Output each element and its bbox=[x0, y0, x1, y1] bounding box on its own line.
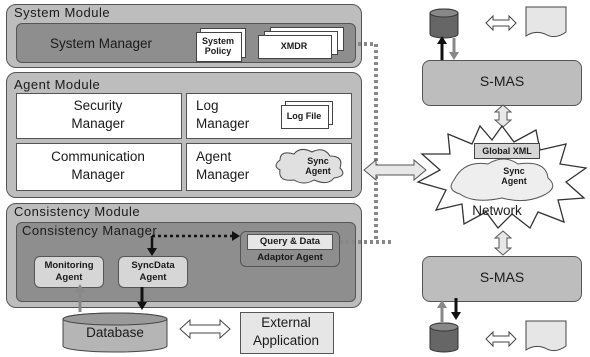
system-manager-label: System Manager bbox=[50, 36, 153, 51]
external-application-box bbox=[240, 312, 334, 354]
xmdr-label: XMDR bbox=[280, 41, 308, 51]
log-file-label: Log File bbox=[286, 111, 322, 121]
sync-agent-label: Sync Agent bbox=[305, 156, 331, 176]
database-external-arrow-icon bbox=[179, 318, 231, 340]
network-sync-agent-label: Sync Agent bbox=[501, 166, 527, 186]
bottom-db-arrows bbox=[437, 298, 461, 322]
agent-module-title: Agent Module bbox=[14, 77, 101, 92]
log-manager-label: Log Manager bbox=[196, 98, 250, 131]
smas-top-box: S-MAS bbox=[422, 60, 582, 106]
syncdata-agent-box: SyncData Agent bbox=[118, 256, 188, 288]
smas-top-label: S-MAS bbox=[479, 73, 525, 89]
top-document-icon bbox=[525, 6, 567, 38]
adaptor-agent-label: Adaptor Agent bbox=[257, 252, 323, 263]
query-adaptor-agent-box: Query & Data Adaptor Agent bbox=[240, 231, 340, 267]
global-xml-label: Global XML bbox=[474, 143, 540, 159]
communication-manager-box bbox=[16, 143, 182, 191]
smas-bottom-label: S-MAS bbox=[479, 269, 525, 285]
query-data-label: Query & Data bbox=[247, 234, 333, 250]
bottom-exchange-arrow-icon bbox=[485, 330, 517, 348]
monitoring-agent-label: Monitoring Agent bbox=[44, 260, 94, 283]
network-starburst-icon bbox=[416, 124, 588, 229]
system-policy-doc bbox=[196, 32, 242, 62]
top-database-icon bbox=[429, 8, 459, 39]
consistency-module-title: Consistency Module bbox=[14, 204, 141, 219]
system-module-title: System Module bbox=[14, 5, 111, 20]
external-application-label: External Application bbox=[252, 315, 320, 348]
top-db-arrows bbox=[437, 36, 459, 60]
communication-manager-label: Communication Manager bbox=[51, 149, 145, 182]
agent-manager-label: Agent Manager bbox=[196, 149, 250, 182]
bottom-database-icon bbox=[429, 322, 459, 353]
monitoring-agent-box: Monitoring Agent bbox=[34, 256, 104, 288]
top-exchange-arrow-icon bbox=[485, 14, 517, 32]
system-policy-label: System Policy bbox=[201, 36, 235, 56]
log-file-doc bbox=[281, 105, 329, 129]
database-cylinder-icon bbox=[62, 312, 168, 353]
bottom-document-icon bbox=[525, 320, 567, 352]
xmdr-doc bbox=[258, 35, 332, 59]
network-label: Network bbox=[472, 203, 522, 218]
security-manager-box bbox=[16, 93, 182, 139]
smas-network-arrow-bottom-icon bbox=[494, 230, 512, 256]
security-manager-label: Security Manager bbox=[71, 98, 125, 131]
database-label: Database bbox=[86, 325, 144, 340]
smas-bottom-box: S-MAS bbox=[422, 256, 582, 302]
syncdata-agent-label: SyncData Agent bbox=[131, 260, 175, 283]
sync-agent-cloud-icon bbox=[275, 148, 344, 184]
consistency-manager-label: Consistency Manager bbox=[22, 223, 158, 238]
